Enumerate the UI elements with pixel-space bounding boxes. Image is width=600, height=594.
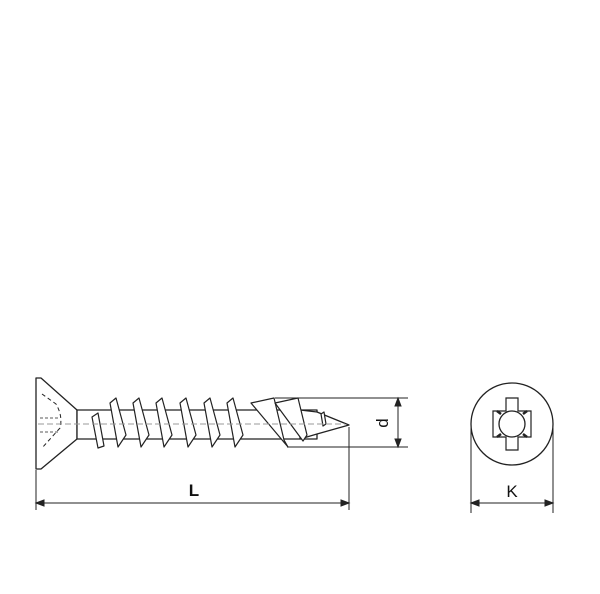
pozidriv-recess-icon [492,397,532,451]
dimension-d [275,396,408,449]
dimension-l [34,427,351,510]
dimension-k [469,428,555,513]
dimension-k-label: K [506,482,518,501]
recess-hidden-lines [41,393,62,449]
thread-flights [91,397,327,449]
dimension-l-label: L [189,481,199,500]
head-end-view [470,382,554,466]
screw-head [35,377,78,470]
dimension-d-label: d [373,418,392,427]
